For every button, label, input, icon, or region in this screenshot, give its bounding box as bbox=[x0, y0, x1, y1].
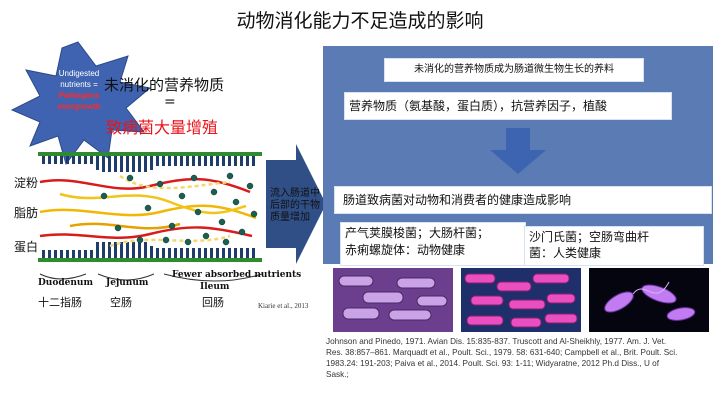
nutrient-protein: 蛋白 bbox=[14, 240, 39, 254]
human-health-line-1: 沙门氏菌；空肠弯曲杆 bbox=[529, 230, 650, 244]
villi-bottom bbox=[42, 242, 255, 258]
gut-wall-top bbox=[38, 152, 262, 156]
down-arrow bbox=[490, 128, 546, 174]
reference-line-2: Res. 38:857–861. Marquadt et al., Poult.… bbox=[326, 348, 678, 357]
undigested-label: 未消化的营养物质 bbox=[104, 76, 225, 94]
flagellum-path bbox=[632, 281, 670, 295]
box-nutrients: 营养物质（氨基酸，蛋白质），抗营养因子，植酸 bbox=[344, 92, 672, 120]
segment-brackets bbox=[39, 273, 263, 282]
animal-health-line-2: 赤痢螺旋体：动物健康 bbox=[345, 243, 466, 257]
nutrient-fat: 脂肪 bbox=[14, 206, 39, 220]
flow-arrow bbox=[266, 144, 326, 264]
citation: Kiarie et al., 2013 bbox=[258, 302, 309, 310]
arrow-text-line-3: 质量增加 bbox=[270, 212, 310, 223]
label-duodenum-cn: 十二指肠 bbox=[38, 296, 82, 309]
bacteria-image-3 bbox=[589, 268, 709, 332]
reference-line-1: Johnson and Pinedo, 1971. Avian Dis. 15:… bbox=[326, 337, 667, 346]
label-jejunum-cn: 空肠 bbox=[110, 296, 132, 309]
bacteria-image-1 bbox=[333, 268, 453, 332]
arrow-text-line-1: 流入肠道中 bbox=[270, 188, 320, 199]
nutrient-starch: 淀粉 bbox=[14, 176, 39, 190]
gut-wall-bottom bbox=[38, 258, 262, 262]
burst-line-3: Pathogens bbox=[58, 91, 100, 100]
burst-line-4: overgrowth bbox=[57, 102, 101, 111]
box-human-health: 沙门氏菌；空肠弯曲杆 菌：人类健康 bbox=[524, 226, 704, 266]
down-arrow-shape bbox=[490, 128, 546, 174]
label-ileum: Ileum bbox=[200, 282, 230, 292]
label-duodenum: Duodenum bbox=[38, 278, 93, 288]
label-jejunum: Jejunum bbox=[106, 278, 149, 288]
bacteria-dots bbox=[100, 172, 258, 246]
burst-line-2: nutrients = bbox=[60, 80, 98, 89]
nutrient-flow-lines bbox=[39, 174, 257, 248]
human-health-line-2: 菌：人类健康 bbox=[529, 246, 602, 260]
box-pathogen-impact: 肠道致病菌对动物和消费者的健康造成影响 bbox=[334, 186, 712, 214]
gut-diagram bbox=[10, 41, 326, 282]
burst-line-1: Undigested bbox=[58, 69, 100, 78]
equals-sign: = bbox=[164, 94, 176, 110]
bacteria-image-2 bbox=[461, 268, 581, 332]
reference-line-3: 1983.24: 191-203; Paiva et al., 2014. Po… bbox=[326, 359, 660, 368]
pathogen-label: 致病菌大量增殖 bbox=[106, 118, 219, 137]
page-title: 动物消化能力不足造成的影响 bbox=[236, 10, 484, 32]
burst-text: Undigested nutrients = Pathogens overgro… bbox=[34, 68, 124, 112]
label-ileum-cn: 回肠 bbox=[202, 296, 224, 309]
animal-health-line-1: 产气荚膜梭菌；大肠杆菌； bbox=[345, 226, 490, 240]
villi-top bbox=[42, 156, 255, 172]
label-fewer-absorbed: Fewer absorbed nutrients bbox=[172, 270, 302, 280]
references: Johnson and Pinedo, 1971. Avian Dis. 15:… bbox=[326, 336, 716, 380]
box-undigested: 未消化的营养物质成为肠道微生物生长的养料 bbox=[384, 58, 644, 82]
arrow-text: 流入肠道中 后部的干物 质量增加 bbox=[270, 188, 320, 224]
box-animal-health: 产气荚膜梭菌；大肠杆菌； 赤痢螺旋体：动物健康 bbox=[340, 222, 526, 266]
reference-line-4: Sask.; bbox=[326, 370, 349, 379]
arrow-text-line-2: 后部的干物 bbox=[270, 200, 320, 211]
